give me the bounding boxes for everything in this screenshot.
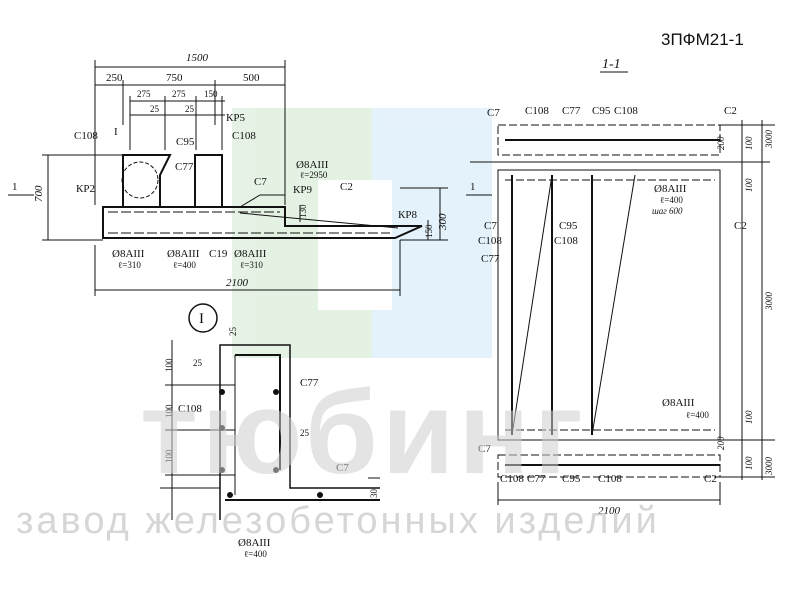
sec-dim-100-a: 100 — [744, 136, 754, 150]
sec-bot-c77: С77 — [527, 473, 546, 485]
lbl-o8-a: Ø8АIII — [296, 159, 329, 171]
lbl-o8-d: Ø8АIII — [234, 248, 267, 260]
sec-bot-c2: С2 — [704, 473, 717, 485]
dim-250: 250 — [106, 72, 123, 84]
section-mark-right: 1 — [470, 181, 476, 193]
dim-1500: 1500 — [186, 52, 209, 64]
lbl-kp8: КР8 — [398, 209, 417, 221]
sec-dim-3000-top: 3000 — [764, 130, 774, 150]
lbl-o8-c-t: ℓ=400 — [173, 260, 196, 270]
plan-texts: 1500 2100 2100 250 750 500 275 275 150 2… — [12, 52, 476, 289]
sec-top-c108: С108 — [525, 105, 549, 117]
sec-dim-100-c: 100 — [744, 410, 754, 424]
sec-c108b: С108 — [554, 235, 578, 247]
detail-lbl-o8: Ø8АIII — [238, 537, 271, 549]
dim-275-a: 275 — [137, 89, 151, 99]
lbl-c77: С77 — [175, 161, 194, 173]
sec-o8-bot-t: ℓ=400 — [686, 410, 709, 420]
detail-mark: I — [114, 126, 118, 138]
lbl-kp2: КР2 — [76, 183, 95, 195]
detail-dim-25-c: 25 — [300, 428, 310, 438]
dim-500: 500 — [243, 72, 260, 84]
section-mark-left: 1 — [12, 181, 18, 193]
sec-top-c2: С2 — [724, 105, 737, 117]
watermark-subtitle: завод железобетонных изделий — [16, 500, 660, 542]
sec-step: шаг 600 — [652, 206, 683, 216]
sec-o8-top: Ø8АIII — [654, 183, 687, 195]
detail-marker: I — [199, 311, 204, 327]
detail-lbl-o8-t: ℓ=400 — [244, 549, 267, 559]
lbl-c7: С7 — [254, 176, 267, 188]
sec-c2: С2 — [734, 220, 747, 232]
dim-150-r: 150 — [424, 224, 434, 238]
detail-lbl-c108: С108 — [178, 403, 202, 415]
dim-750: 750 — [166, 72, 183, 84]
detail-dim-30: 30 — [369, 489, 379, 499]
detail-dim-25-b: 25 — [193, 358, 203, 368]
detail-lbl-c7: С7 — [336, 462, 349, 474]
detail-view — [160, 303, 380, 520]
sec-o8-top-t: ℓ=400 — [660, 195, 683, 205]
lbl-o8-d-t: ℓ=310 — [240, 260, 263, 270]
dim-total-2100: 2100 — [226, 277, 249, 289]
sec-bot-c108: С108 — [500, 473, 524, 485]
document-code: 3ПФМ21-1 — [661, 30, 744, 49]
sec-c108: С108 — [478, 235, 502, 247]
sec-top-c95: С95 — [592, 105, 611, 117]
sec-bot-c108b: С108 — [598, 473, 622, 485]
section-view — [470, 71, 775, 505]
sec-dim-3000-bot: 3000 — [764, 457, 774, 477]
sec-bot-c95: С95 — [562, 473, 581, 485]
lbl-o8-a-t: ℓ=2950 — [300, 170, 328, 180]
sec-top-c108b: С108 — [614, 105, 638, 117]
lbl-kp5: КР5 — [226, 112, 245, 124]
dim-25-a: 25 — [150, 104, 160, 114]
sec-dim-3000-mid: 3000 — [764, 292, 774, 312]
dim-25-b: 25 — [185, 104, 195, 114]
lbl-kp9: КР9 — [293, 184, 312, 196]
sec-top-c77: С77 — [562, 105, 581, 117]
watermark-brand: тюбинг — [140, 367, 587, 499]
sec-dim-100-b: 100 — [744, 178, 754, 192]
lbl-c2: С2 — [340, 181, 353, 193]
detail-dim-100-a: 100 — [164, 358, 174, 372]
detail-dim-100-b: 100 — [164, 404, 174, 418]
section-width: 2100 — [598, 505, 621, 517]
sec-top-c7: С7 — [487, 107, 500, 119]
detail-texts: I 25 25 100 100 100 25 30 С108 С77 С7 Ø8… — [164, 311, 379, 559]
section-title: 1-1 — [602, 57, 621, 72]
sec-c7: С7 — [484, 220, 497, 232]
lbl-c108-a: С108 — [74, 130, 98, 142]
sec-dim-100-d: 100 — [744, 456, 754, 470]
sec-dim-200-b: 200 — [716, 436, 726, 450]
dim-150: 150 — [204, 89, 218, 99]
dim-700: 700 — [33, 185, 45, 202]
detail-dim-25-a: 25 — [228, 327, 238, 337]
lbl-o8-b: Ø8АIII — [112, 248, 145, 260]
sec-o8-bot: Ø8АIII — [662, 397, 695, 409]
dim-275-b: 275 — [172, 89, 186, 99]
lbl-o8-b-t: ℓ=310 — [118, 260, 141, 270]
sec-dim-200-a: 200 — [716, 136, 726, 150]
lbl-c19: С19 — [209, 248, 228, 260]
lbl-c108-b: С108 — [232, 130, 256, 142]
plan-view — [8, 60, 492, 296]
lbl-c95: С95 — [176, 136, 195, 148]
detail-lbl-c77: С77 — [300, 377, 319, 389]
dim-130: 130 — [298, 204, 308, 218]
dim-300: 300 — [437, 213, 449, 231]
sec-c95: С95 — [559, 220, 578, 232]
sec-c77: С77 — [481, 253, 500, 265]
section-texts: 1-1 2100 3000 100 200 100 3000 100 200 1… — [478, 57, 774, 517]
lbl-o8-c: Ø8АIII — [167, 248, 200, 260]
sec-bot-c7: С7 — [478, 443, 491, 455]
detail-dim-100-c: 100 — [164, 449, 174, 463]
